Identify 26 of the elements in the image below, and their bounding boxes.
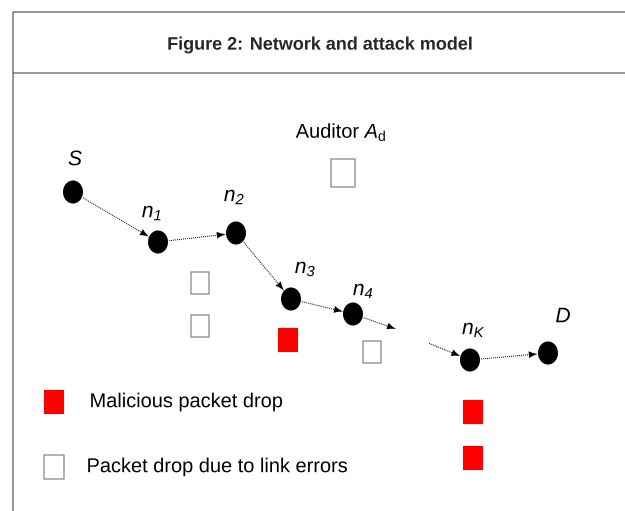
node-label: n$_{3}$ xyxy=(295,262,315,276)
node-dot xyxy=(226,222,246,244)
node-label: S xyxy=(68,150,82,166)
node-label: n$_{1}$ xyxy=(142,206,160,220)
arrow xyxy=(82,197,148,236)
arrow xyxy=(480,352,536,360)
node-label: n$_{2}$ xyxy=(224,190,244,204)
auditor-box: Auditor A$_{d}$ xyxy=(296,123,385,188)
arrow xyxy=(168,232,224,242)
node-label: n$_{K}$ xyxy=(462,322,484,338)
legend-text: Malicious packet drop xyxy=(91,392,282,412)
node-dot xyxy=(538,342,558,364)
node-label: n$_{4}$ xyxy=(353,284,372,298)
legend-text: Packet drop due to link errors xyxy=(88,458,347,476)
arrow xyxy=(301,301,342,313)
arrow xyxy=(363,317,395,330)
node-dot xyxy=(343,302,363,326)
node-dot xyxy=(281,288,301,310)
node-label: D xyxy=(556,308,570,322)
arrow xyxy=(243,242,284,290)
node-dot xyxy=(148,230,168,254)
node-label: Auditor A$_{d}$ xyxy=(296,123,385,141)
figure-title: Figure 2: Network and attack model xyxy=(168,36,472,54)
node-dot xyxy=(460,348,480,372)
arrow xyxy=(428,342,460,356)
node-dot xyxy=(63,180,83,204)
